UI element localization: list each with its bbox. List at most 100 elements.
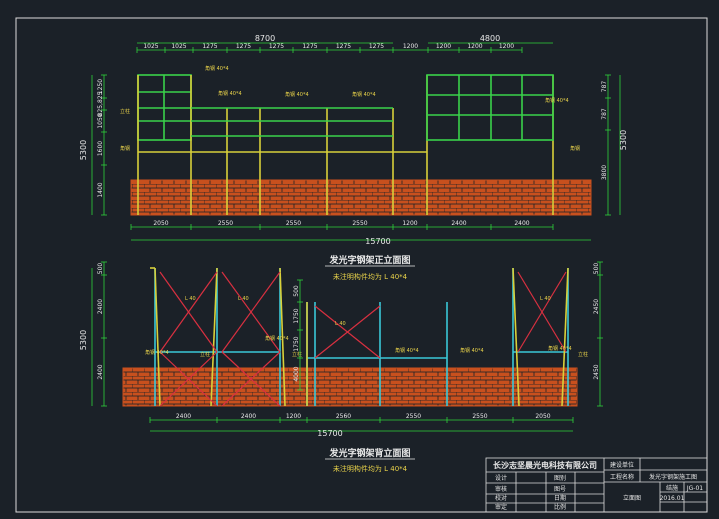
back-left-dim-label: 2400 bbox=[97, 364, 104, 379]
front-right-dimension-chain: 787 787 3800 bbox=[601, 74, 611, 216]
front-bottom-dim-label: 2400 bbox=[451, 220, 466, 227]
front-left-total: 5300 bbox=[79, 140, 88, 160]
back-view-note: 未注明构件均为 L 40*4 bbox=[333, 464, 408, 473]
front-view: 1025 1025 1275 1275 1275 1275 1275 1275 1200 1200… bbox=[79, 34, 628, 281]
front-top-dim-label: 1025 bbox=[171, 43, 186, 50]
front-top-dim-label: 1200 bbox=[467, 43, 482, 50]
front-right-dim-label: 787 bbox=[601, 108, 608, 120]
front-bottom-dim-label: 2550 bbox=[286, 220, 301, 227]
back-mid-dim-label: 1750 bbox=[293, 336, 300, 351]
front-member-label: 立柱 bbox=[120, 108, 130, 115]
front-right-total: 5300 bbox=[619, 130, 628, 150]
back-member-label: 角钢 40*4 bbox=[395, 347, 419, 354]
front-bottom-dim-label: 2050 bbox=[153, 220, 168, 227]
back-member-label: 立柱 bbox=[578, 351, 588, 358]
front-bottom-dim-label: 2400 bbox=[514, 220, 529, 227]
front-member-label: 角钢 40*4 bbox=[218, 90, 242, 97]
back-left-dim-label: 500 bbox=[97, 263, 104, 275]
front-member-label: 角钢 40*4 bbox=[205, 65, 229, 72]
project-name-label: 工程名称 bbox=[610, 473, 634, 481]
front-top-dim-label: 1025 bbox=[143, 43, 158, 50]
back-mid-dim-label: 500 bbox=[293, 285, 300, 297]
front-top-dim-label: 1275 bbox=[236, 43, 251, 50]
back-bottom-total: 15700 bbox=[317, 429, 342, 438]
front-right-dim-label: 787 bbox=[601, 81, 608, 93]
front-top-dim-label: 1200 bbox=[499, 43, 514, 50]
drawing-frame bbox=[15, 17, 708, 513]
front-top-dim-label: 1275 bbox=[369, 43, 384, 50]
back-bottom-dim-label: 1200 bbox=[286, 413, 301, 420]
front-bottom-dim-label: 2550 bbox=[352, 220, 367, 227]
front-top-total-right: 4800 bbox=[480, 34, 500, 43]
front-left-dim-label: 825,825 bbox=[97, 91, 104, 116]
project-label: 建设单位 bbox=[610, 461, 634, 469]
front-top-dim-label: 1200 bbox=[403, 43, 418, 50]
back-member-label: 立柱 bbox=[292, 351, 302, 358]
tb-row-label: 设计 bbox=[495, 474, 507, 482]
back-member-label: L 40 bbox=[335, 321, 346, 327]
back-right-dim-label: 2450 bbox=[593, 299, 600, 314]
back-member-label: 角钢 40*4 bbox=[548, 345, 572, 352]
project-name: 发光字钢架施工图 bbox=[649, 473, 697, 481]
tb-row-label: 审核 bbox=[495, 485, 507, 493]
front-bottom-dim-label: 2550 bbox=[218, 220, 233, 227]
back-member-label: 立柱 bbox=[200, 351, 210, 358]
tb-row-right-label: 图号 bbox=[554, 486, 566, 493]
front-member-label: 角钢 bbox=[570, 145, 580, 152]
front-top-dim-label: 1275 bbox=[302, 43, 317, 50]
back-middle-dimension-chain: 500 1750 1750 4000 bbox=[293, 279, 303, 391]
front-bottom-total: 15700 bbox=[365, 237, 390, 246]
back-member-label: L 40 bbox=[238, 296, 249, 302]
back-mid-dim-label: 4000 bbox=[293, 366, 300, 381]
front-top-dim-label: 1275 bbox=[336, 43, 351, 50]
front-right-dim-label: 3800 bbox=[601, 165, 608, 180]
front-member-label: 角钢 40*4 bbox=[352, 91, 376, 98]
back-left-dim-label: 2400 bbox=[97, 299, 104, 314]
front-top-dim-label: 1275 bbox=[269, 43, 284, 50]
front-member-label: 角钢 40*4 bbox=[285, 91, 309, 98]
front-view-note: 未注明构件均为 L 40*4 bbox=[333, 272, 408, 281]
tb-row-value: JG-01 bbox=[686, 485, 703, 492]
back-bottom-dim-label: 2560 bbox=[336, 413, 351, 420]
back-brick-wall bbox=[122, 367, 578, 407]
front-brick-wall bbox=[130, 179, 592, 216]
tb-row-right-label: 图别 bbox=[554, 474, 566, 482]
tb-row-value: 结施 bbox=[666, 484, 678, 492]
front-bottom-dim-label: 1200 bbox=[402, 220, 417, 227]
front-top-dim-label: 1200 bbox=[436, 43, 451, 50]
title-block bbox=[485, 457, 708, 513]
back-left-dimension-chain: 500 2400 2400 bbox=[97, 261, 107, 407]
back-mid-dim-label: 1750 bbox=[293, 308, 300, 323]
back-member-label: L 40 bbox=[185, 296, 196, 302]
front-left-dim-label: 1600 bbox=[97, 141, 104, 156]
tb-row-right-label: 比例 bbox=[554, 503, 566, 511]
back-member-label: 角钢 40*4 bbox=[145, 349, 169, 356]
front-member-label: 角钢 bbox=[120, 145, 130, 152]
front-left-dim-label: 1050 bbox=[97, 113, 104, 128]
front-top-dim-label: 1275 bbox=[202, 43, 217, 50]
back-view-title: 发光字钢架背立面图 bbox=[328, 447, 410, 459]
tb-row-label: 校对 bbox=[495, 494, 507, 502]
front-left-dim-label: 1250 bbox=[97, 79, 104, 94]
front-left-dim-label: 1400 bbox=[97, 182, 104, 197]
front-member-label: 角钢 40*4 bbox=[545, 97, 569, 104]
tb-row-right-label: 日期 bbox=[554, 494, 566, 502]
back-right-dim-label: 2450 bbox=[593, 364, 600, 379]
back-bottom-dim-label: 2550 bbox=[406, 413, 421, 420]
back-bottom-dim-label: 2400 bbox=[176, 413, 191, 420]
front-top-total-left: 8700 bbox=[255, 34, 275, 43]
back-left-total: 5300 bbox=[79, 330, 88, 350]
front-view-title: 发光字钢架正立面图 bbox=[328, 254, 410, 266]
tb-row-value: 2016.01 bbox=[660, 495, 685, 502]
back-bottom-dim-label: 2550 bbox=[472, 413, 487, 420]
back-member-label: L 40 bbox=[540, 296, 551, 302]
